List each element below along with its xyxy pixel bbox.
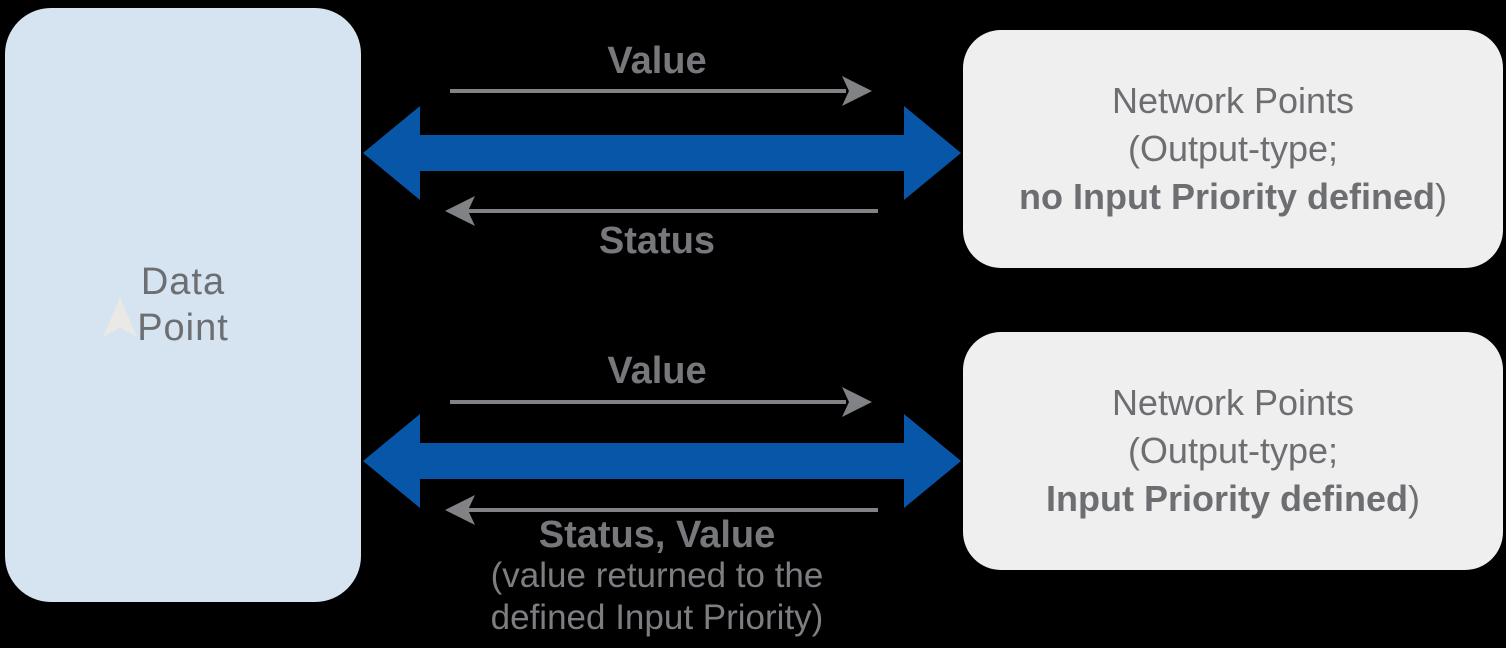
network-points-box-no-priority: Network Points (Output-type; no Input Pr… bbox=[963, 30, 1503, 268]
network-points-no-priority-label: Network Points (Output-type; no Input Pr… bbox=[1019, 77, 1447, 221]
network-points-line2: (Output-type; bbox=[1127, 128, 1339, 170]
network-points-priority-label: Network Points (Output-type; Input Prior… bbox=[1046, 379, 1420, 523]
network-points-line2: (Output-type; bbox=[1127, 430, 1339, 472]
network-points-line1: Network Points bbox=[1111, 80, 1355, 122]
value-label-top: Value bbox=[607, 40, 707, 82]
network-points-line3-bold: no Input Priority defined bbox=[1019, 175, 1435, 217]
bidirectional-arrow-bottom-icon bbox=[363, 414, 961, 508]
value-label-bottom: Value bbox=[607, 350, 707, 392]
data-point-label-line1: Data bbox=[140, 260, 226, 303]
value-arrow-top-icon bbox=[450, 76, 872, 106]
value-arrow-bottom-icon bbox=[450, 387, 872, 417]
data-point-box: Data Point bbox=[5, 8, 361, 602]
status-arrow-top-icon bbox=[445, 196, 878, 226]
data-point-label-line2: Point bbox=[137, 307, 229, 349]
data-point-label: Data Point bbox=[137, 259, 229, 352]
bidirectional-arrow-top-icon bbox=[363, 106, 961, 200]
status-value-label-bottom: Status, Value bbox=[538, 514, 776, 556]
status-label-top: Status bbox=[598, 220, 716, 262]
return-note-line1: (value returned to the bbox=[490, 556, 824, 595]
navigation-arrow-up-icon bbox=[103, 298, 137, 337]
network-points-line3: no Input Priority defined) bbox=[1019, 173, 1447, 221]
return-note-line2: defined Input Priority) bbox=[490, 598, 824, 637]
network-points-line3-bold: Input Priority defined bbox=[1045, 477, 1408, 519]
network-points-line3: Input Priority defined) bbox=[1046, 475, 1420, 523]
network-points-box-priority: Network Points (Output-type; Input Prior… bbox=[963, 332, 1503, 570]
status-value-arrow-bottom-icon bbox=[445, 495, 878, 525]
network-points-line3-suffix: ) bbox=[1435, 175, 1447, 217]
network-points-line3-suffix: ) bbox=[1408, 477, 1420, 519]
network-points-line1: Network Points bbox=[1111, 382, 1355, 424]
